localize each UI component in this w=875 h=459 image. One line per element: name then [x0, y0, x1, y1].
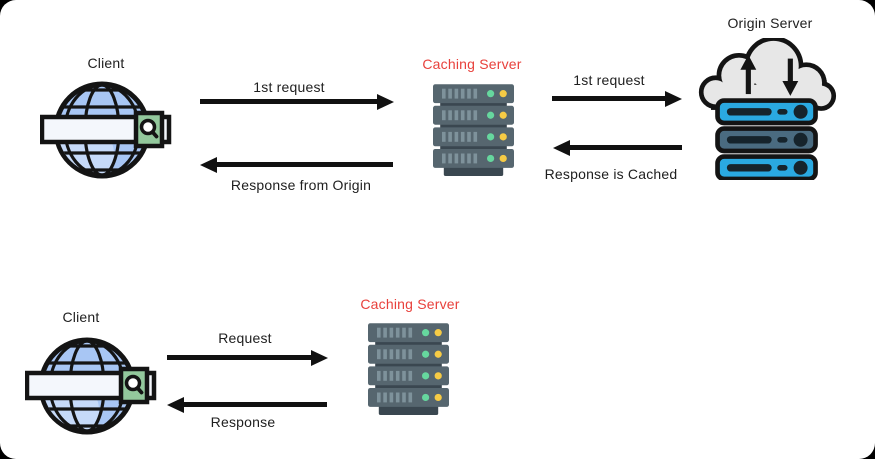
first-request-to-cache-label: 1st request [253, 79, 325, 95]
arrow-client-to-cache [200, 99, 378, 104]
origin-server-icon [697, 38, 837, 180]
response-is-cached-label: Response is Cached [544, 166, 678, 182]
caching-server-icon-top [433, 84, 514, 178]
client-label-top: Client [87, 55, 125, 71]
arrow-cache-to-client [216, 162, 393, 167]
arrow-client-to-cache-bottom [167, 355, 312, 360]
client-label-bottom: Client [62, 309, 100, 325]
response-from-origin-label: Response from Origin [230, 177, 372, 193]
response-label: Response [210, 414, 276, 430]
arrow-cache-to-origin [552, 96, 666, 101]
caching-server-icon-bottom [368, 323, 449, 417]
request-label: Request [218, 330, 272, 346]
arrow-cache-to-client-bottom [183, 402, 327, 407]
client-globe-icon-bottom [25, 334, 161, 438]
first-request-to-origin-label: 1st request [573, 72, 645, 88]
arrow-origin-to-cache [569, 145, 682, 150]
caching-server-label-top: Caching Server [422, 56, 522, 72]
client-globe-icon-top [40, 78, 176, 182]
caching-server-label-bottom: Caching Server [360, 296, 460, 312]
origin-server-label: Origin Server [727, 15, 813, 31]
